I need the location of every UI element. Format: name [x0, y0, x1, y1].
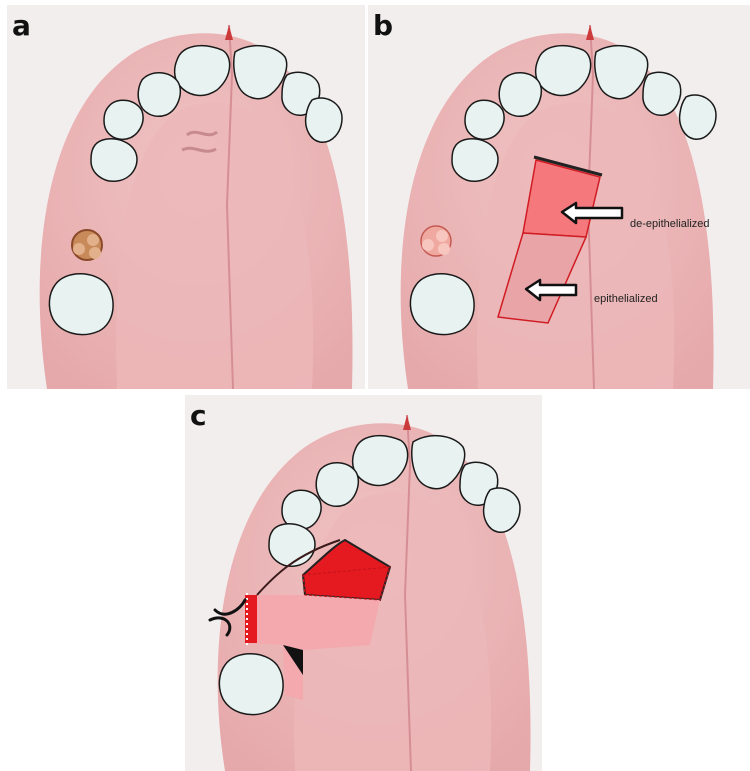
tooth-canine-right	[680, 95, 716, 139]
panel-letter-a: a	[12, 12, 31, 40]
tooth-premolar-left	[91, 139, 137, 182]
frenum	[225, 25, 233, 40]
panel-letter-b: b	[373, 12, 393, 40]
tooth-premolar-left	[269, 524, 315, 567]
extraction-socket	[72, 230, 102, 260]
tooth-molar-left	[410, 274, 474, 335]
tooth-canine-left	[465, 100, 504, 139]
palate-illustration-c	[185, 395, 542, 771]
tooth-lateral-left	[138, 73, 180, 117]
tooth-lateral-left	[499, 73, 541, 117]
panel-a: a	[7, 5, 365, 389]
tooth-molar-left	[49, 274, 113, 335]
palate-illustration-b	[368, 5, 750, 389]
frenum	[586, 25, 594, 40]
tooth-canine-right	[306, 98, 342, 142]
frenum	[403, 415, 411, 430]
label-epithelialized: epithelialized	[594, 293, 658, 305]
tooth-canine-left	[104, 100, 143, 139]
tooth-premolar-left	[452, 139, 498, 182]
palate-illustration-a	[7, 5, 365, 389]
label-de-epithelialized: de-epithelialized	[630, 218, 710, 230]
healing-socket	[421, 226, 451, 256]
tooth-lateral-left	[316, 463, 358, 507]
panel-letter-c: c	[190, 402, 207, 430]
tooth-canine-right	[484, 488, 520, 532]
panel-b: de-epithelialized epithelialized b	[368, 5, 750, 389]
panel-c: c	[185, 395, 542, 771]
tooth-lateral-right	[643, 72, 681, 115]
tooth-molar-left	[219, 654, 283, 715]
